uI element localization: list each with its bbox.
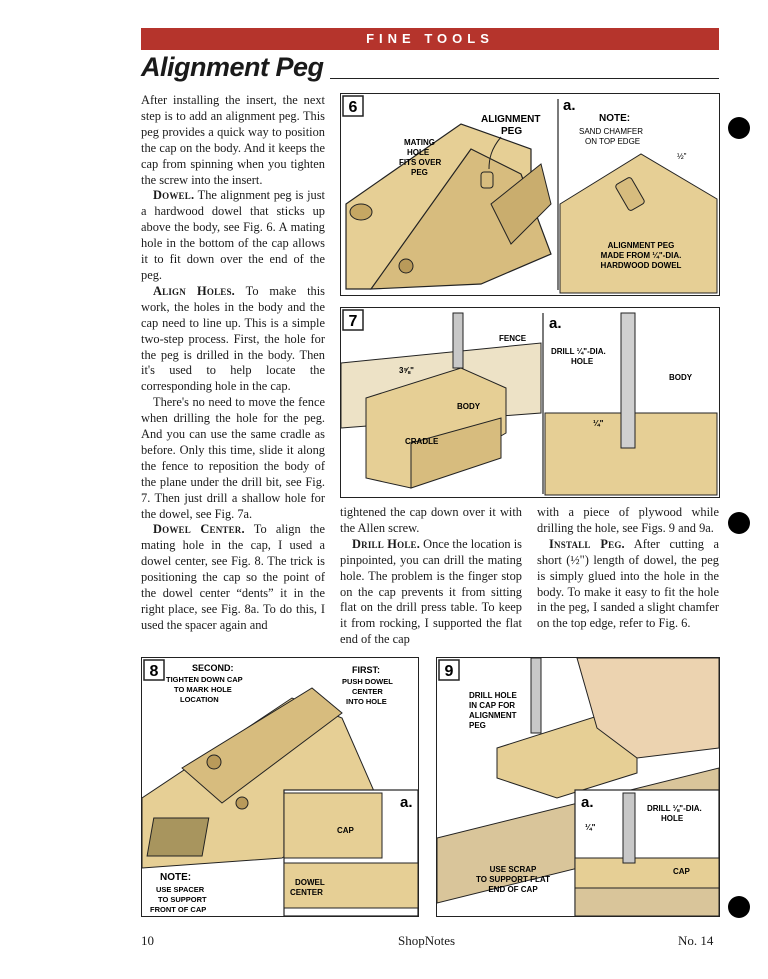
run-in-head: Drill Hole. — [352, 536, 421, 551]
paragraph: There's no need to move the fence when d… — [141, 395, 325, 521]
paragraph: with a piece of plywood while drilling t… — [537, 505, 719, 535]
dimension-quarter: ¼" — [593, 419, 604, 428]
paragraph: After installing the insert, the next st… — [141, 93, 325, 187]
drill-line-2: IN CAP FOR — [469, 701, 515, 710]
callout-peg: PEG — [501, 126, 522, 137]
figure-7: 7 FENCE 3⅝" BODY CRADLE a. DRILL ¼"-DIA.… — [340, 307, 720, 498]
callout-body-a: BODY — [669, 373, 693, 382]
first-line-3: INTO HOLE — [346, 697, 387, 706]
paragraph-text: The alignment peg is just a hardwood dow… — [141, 188, 325, 282]
dimension-half: ½" — [677, 152, 687, 161]
peg-label-3: HARDWOOD DOWEL — [601, 261, 682, 270]
note-line-3: FRONT OF CAP — [150, 905, 206, 914]
second-line-2: TO MARK HOLE — [174, 685, 232, 694]
first-line-2: CENTER — [352, 687, 383, 696]
second-line-1: TIGHTEN DOWN CAP — [166, 675, 243, 684]
figure-6: 6 MATING HOLE FITS OVER PEG ALIGNMENT PE… — [340, 93, 720, 296]
paragraph: Dowel Center. To align the mating hole i… — [141, 522, 325, 633]
figure-number: 6 — [349, 99, 358, 116]
run-in-head: Align Holes. — [153, 283, 235, 298]
sub-figure-label: a. — [549, 315, 562, 332]
peg-label-2: MADE FROM ¼"-DIA. — [601, 251, 682, 260]
peg-label-1: ALIGNMENT PEG — [608, 241, 675, 250]
paragraph: Dowel. The alignment peg is just a hardw… — [141, 188, 325, 283]
figure-9: 9 DRILL HOLE IN CAP FOR ALIGNMENT PEG US… — [436, 657, 720, 917]
dowel-line-2: CENTER — [290, 888, 323, 897]
paragraph-text: Once the location is pinpointed, you can… — [340, 536, 522, 647]
scrap-line-1: USE SCRAP — [490, 865, 537, 874]
first-label: FIRST: — [352, 665, 380, 675]
paragraph: Align Holes. To make this work, the hole… — [141, 284, 325, 395]
run-in-head: Dowel Center. — [153, 522, 245, 537]
column-1: After installing the insert, the next st… — [141, 93, 325, 634]
scrap-line-3: END OF CAP — [488, 885, 538, 894]
sub-figure-label: a. — [581, 794, 594, 811]
paragraph: Drill Hole. Once the location is pinpoin… — [340, 537, 522, 648]
paragraph-text: To align the mating hole in the cap, I u… — [141, 522, 325, 632]
callout-cradle: CRADLE — [405, 437, 439, 446]
callout-mating-2: HOLE — [407, 148, 430, 157]
second-label: SECOND: — [192, 663, 234, 673]
drill-label-2: HOLE — [571, 357, 594, 366]
section-label: FINE TOOLS — [366, 31, 494, 46]
note-label: NOTE: — [160, 872, 191, 883]
drill-a-line-2: HOLE — [661, 814, 684, 823]
scrap-line-2: TO SUPPORT FLAT — [476, 875, 550, 884]
note-line-1: USE SPACER — [156, 885, 205, 894]
callout-alignment: ALIGNMENT — [481, 114, 540, 125]
title-rule — [330, 78, 719, 79]
drill-line-4: PEG — [469, 721, 486, 730]
paragraph-text: After cutting a short (½") length of dow… — [537, 536, 719, 631]
drill-a-line-1: DRILL ⅛"-DIA. — [647, 804, 702, 813]
drill-label-1: DRILL ¼"-DIA. — [551, 347, 606, 356]
article-title: Alignment Peg — [141, 52, 324, 82]
callout-cap: CAP — [673, 867, 691, 876]
run-in-head: Dowel. — [153, 188, 195, 203]
first-line-1: PUSH DOWEL — [342, 677, 393, 686]
paragraph: tightened the cap down over it with the … — [340, 505, 522, 535]
drill-line-3: ALIGNMENT — [469, 711, 517, 720]
paragraph: Install Peg. After cutting a short (½") … — [537, 537, 719, 632]
callout-cap: CAP — [337, 826, 355, 835]
figure-number: 9 — [445, 663, 454, 680]
dimension-quarter: ¼" — [585, 823, 596, 832]
callout-mating-4: PEG — [411, 168, 428, 177]
dowel-line-1: DOWEL — [295, 878, 325, 887]
drill-line-1: DRILL HOLE — [469, 691, 518, 700]
run-in-head: Install Peg. — [549, 536, 625, 551]
column-2: tightened the cap down over it with the … — [340, 505, 522, 648]
page-number: 10 — [141, 933, 154, 948]
figure-number: 8 — [150, 663, 159, 680]
second-line-3: LOCATION — [180, 695, 219, 704]
callout-mating-3: FITS OVER — [399, 158, 441, 167]
magazine-name: ShopNotes — [398, 933, 456, 948]
note-line-1: SAND CHAMFER — [579, 127, 643, 136]
note-line-2: TO SUPPORT — [158, 895, 207, 904]
figure-8: 8 SECOND: TIGHTEN DOWN CAP TO MARK HOLE … — [141, 657, 419, 917]
note-line-2: ON TOP EDGE — [585, 137, 640, 146]
sub-figure-label: a. — [400, 794, 413, 811]
sub-figure-label: a. — [563, 97, 576, 114]
column-3: with a piece of plywood while drilling t… — [537, 505, 719, 632]
paragraph-text: To make this work, the holes in the body… — [141, 283, 326, 394]
section-banner: FINE TOOLS — [141, 28, 719, 50]
note-label: NOTE: — [599, 113, 630, 124]
issue-number: No. 14 — [678, 933, 714, 948]
callout-mating-1: MATING — [404, 138, 435, 147]
punch-hole — [728, 512, 750, 534]
figure-number: 7 — [349, 313, 358, 330]
dimension-3-5-8: 3⅝" — [399, 366, 414, 375]
punch-hole — [728, 896, 750, 918]
callout-body: BODY — [457, 402, 481, 411]
callout-fence: FENCE — [499, 334, 527, 343]
punch-hole — [728, 117, 750, 139]
